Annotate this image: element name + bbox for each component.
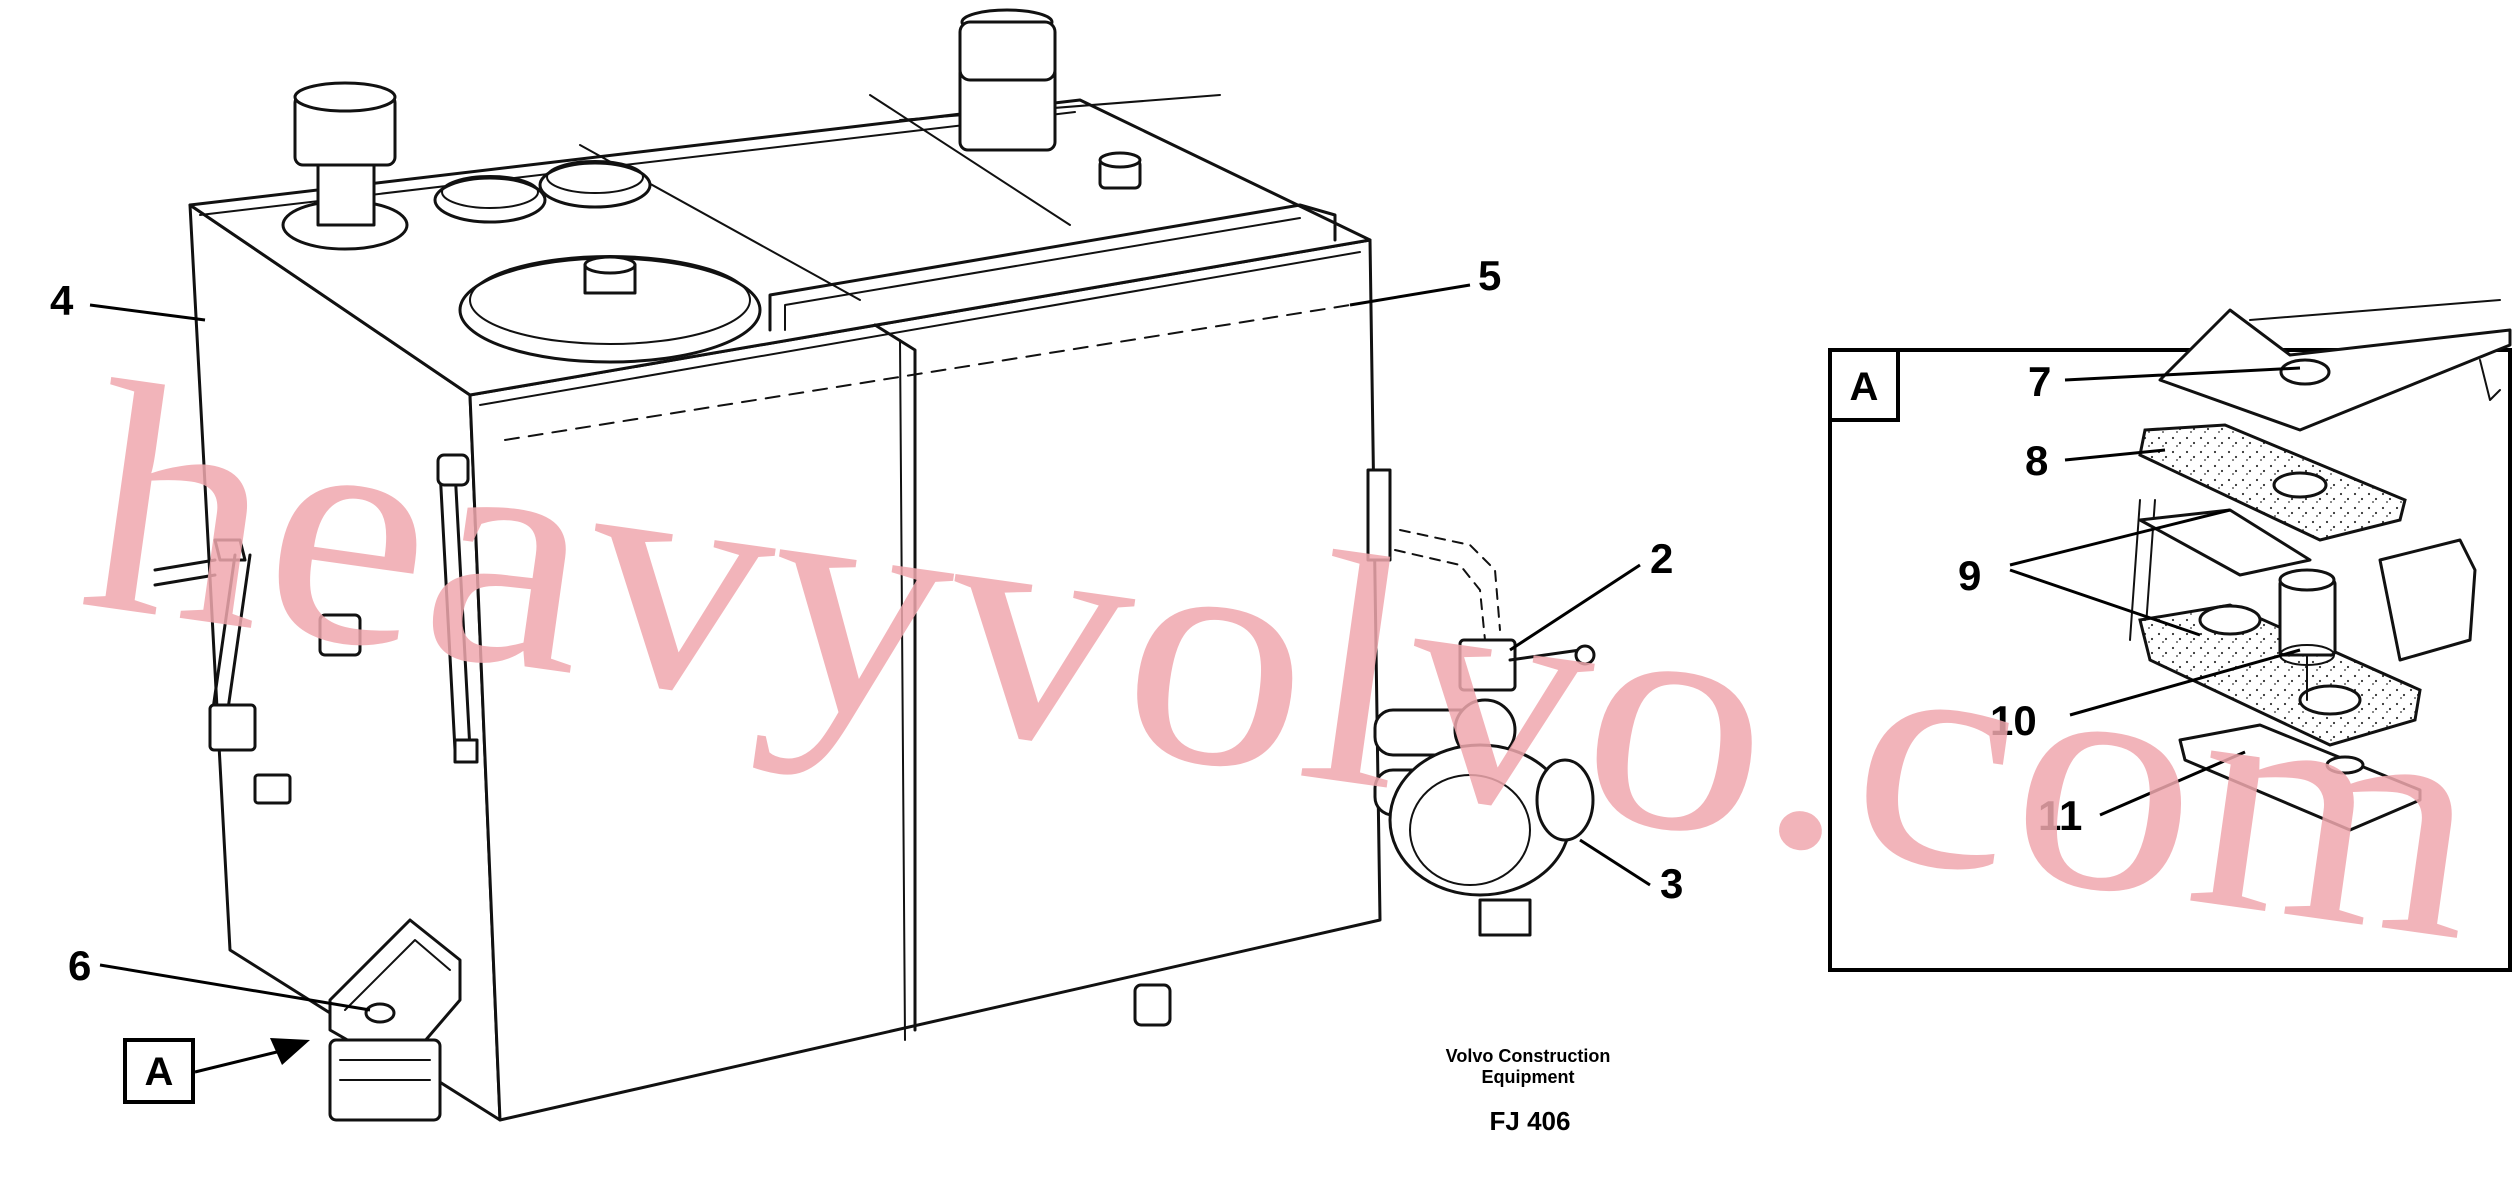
- callout-5: 5: [1478, 252, 1501, 299]
- inset-reference-box: A: [1828, 348, 1900, 422]
- drawing-code: FJ 406: [1490, 1106, 1571, 1136]
- pump-assembly: [1133, 468, 1596, 1027]
- side-details: [153, 453, 479, 805]
- callout-4: 4: [50, 277, 74, 324]
- inset-reference-a: A: [1850, 365, 1879, 409]
- drawing-footer: Volvo Construction Equipment FJ 406: [1446, 1046, 1611, 1136]
- detail-a-drawing: [2129, 299, 2512, 832]
- detail-reference-a: A: [145, 1050, 174, 1094]
- detail-reference-box: A: [123, 1038, 195, 1104]
- callout-7: 7: [2028, 358, 2051, 405]
- callout-9: 9: [1958, 552, 1981, 599]
- leader-lines: [89, 283, 2301, 1074]
- callout-10: 10: [1990, 697, 2037, 744]
- callout-labels: 2 3 4 5 6 7 8 9 10 11: [50, 252, 2082, 989]
- callout-8: 8: [2025, 437, 2048, 484]
- callout-3: 3: [1660, 860, 1683, 907]
- mounting-bracket: [328, 918, 462, 1122]
- callout-6: 6: [68, 942, 91, 989]
- callout-2: 2: [1650, 535, 1673, 582]
- company-line-1: Volvo Construction: [1446, 1046, 1611, 1066]
- top-fittings: [281, 8, 1337, 364]
- company-line-2: Equipment: [1482, 1067, 1575, 1087]
- callout-11: 11: [2038, 792, 2082, 839]
